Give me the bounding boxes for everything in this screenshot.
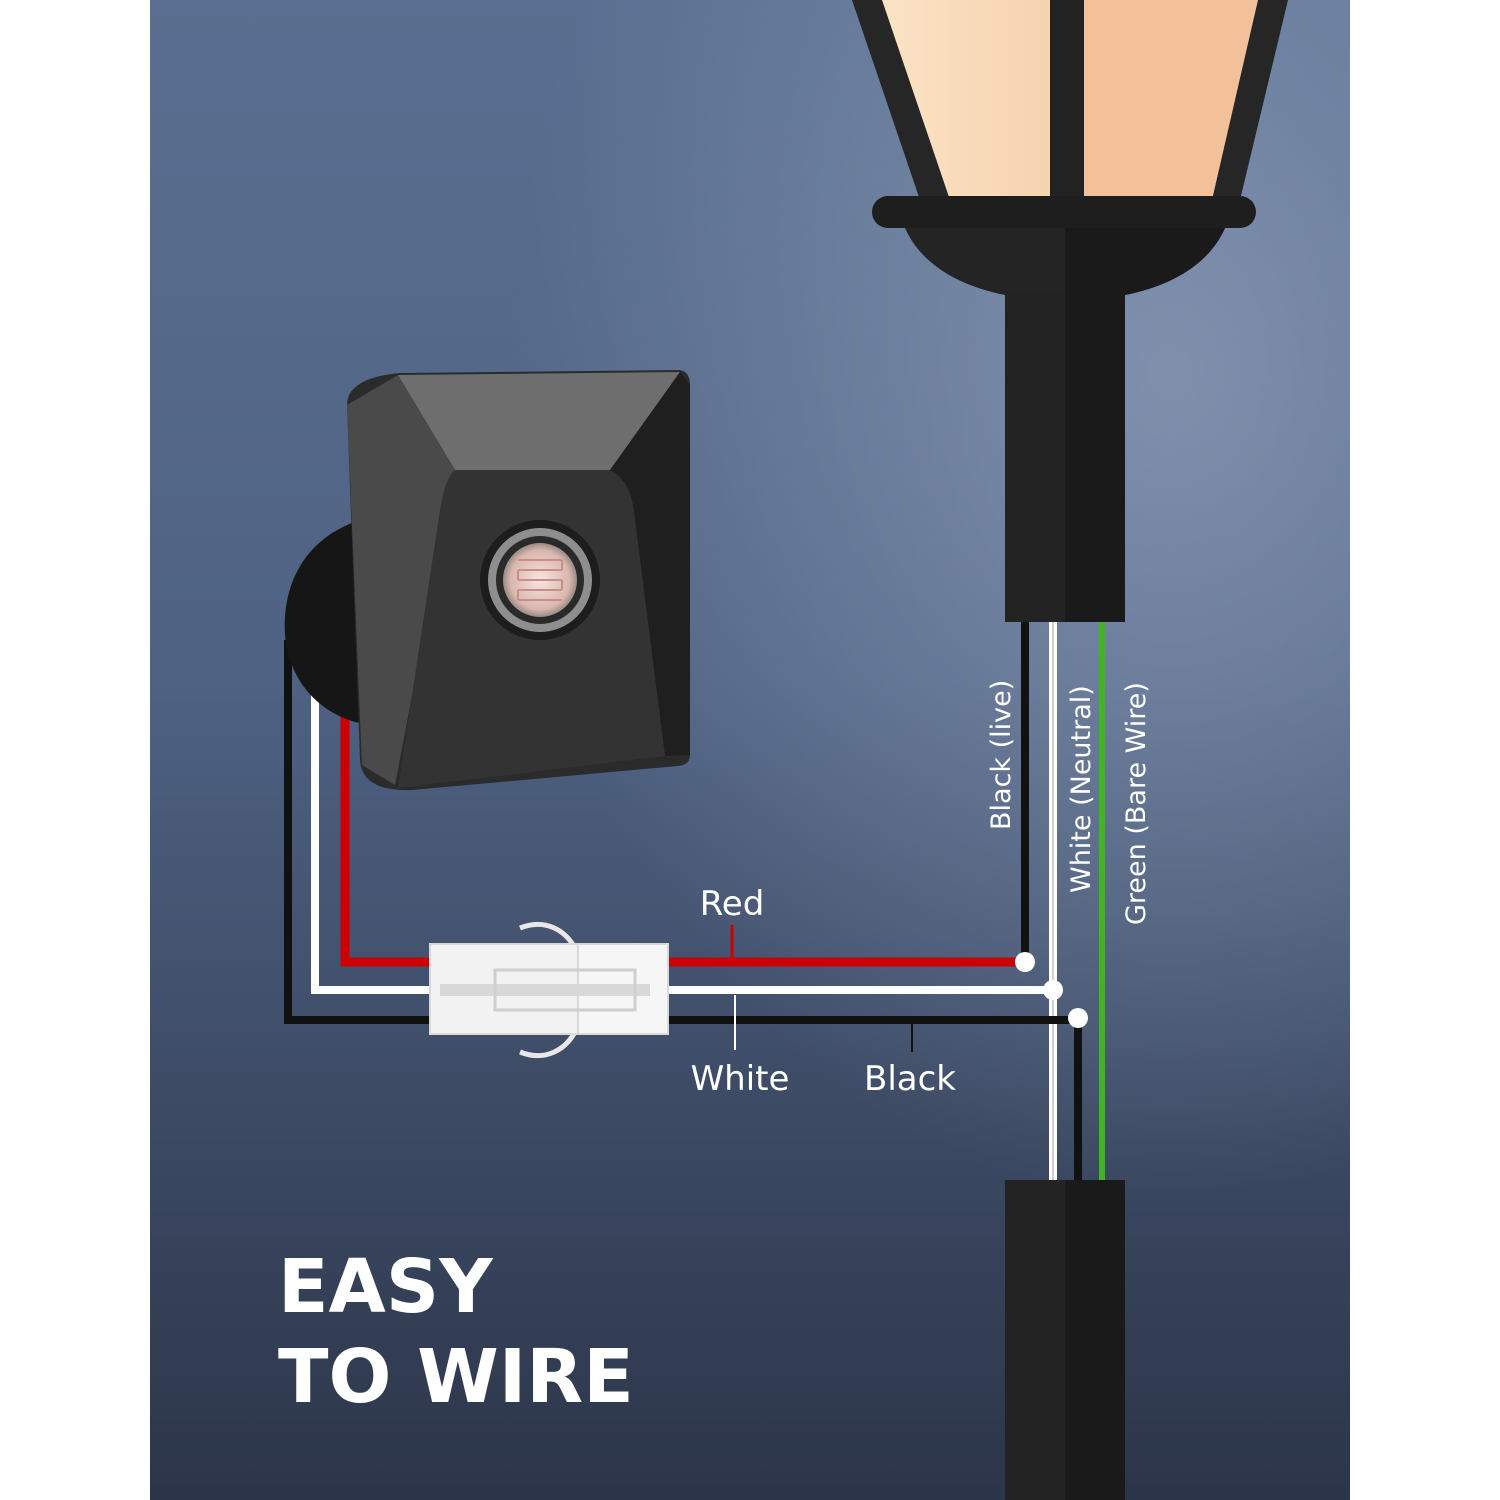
sensor-black-lead (284, 640, 1078, 1024)
lamp-base-ring (872, 196, 1256, 228)
headline-line-1: EASY (278, 1244, 494, 1330)
sensor-white-lead (311, 690, 1053, 994)
label-black: Black (864, 1059, 956, 1099)
label-fixture-black: Black (live) (986, 680, 1017, 830)
sensor-top-facet (398, 372, 680, 470)
sensor-mount (284, 520, 370, 725)
photocell-trace (517, 559, 563, 601)
lamp-post (852, 0, 1288, 1500)
junction-red-black (1015, 952, 1035, 972)
left-margin (0, 0, 150, 1500)
photocell-sensor (284, 370, 690, 791)
sensor-right-facet (610, 372, 690, 756)
headline-line-2: TO WIRE (278, 1334, 634, 1420)
wire-connector (429, 921, 669, 1059)
label-red: Red (700, 884, 765, 924)
fixture-wires (1021, 622, 1105, 1180)
sensor-left-facet (347, 375, 455, 785)
lamp-frame-left (852, 0, 950, 200)
label-fixture-white: White (Neutral) (1066, 685, 1097, 893)
junction-black (1068, 1008, 1088, 1028)
sensor-red-lead (340, 700, 1025, 967)
sensor-leads (284, 640, 1078, 1024)
label-white: White (691, 1059, 790, 1099)
junction-white (1043, 980, 1063, 1000)
lamp-frame-right (1212, 0, 1288, 200)
right-margin (1350, 0, 1500, 1500)
label-fixture-green: Green (Bare Wire) (1121, 682, 1152, 925)
lamp-frame-center (1050, 0, 1084, 200)
